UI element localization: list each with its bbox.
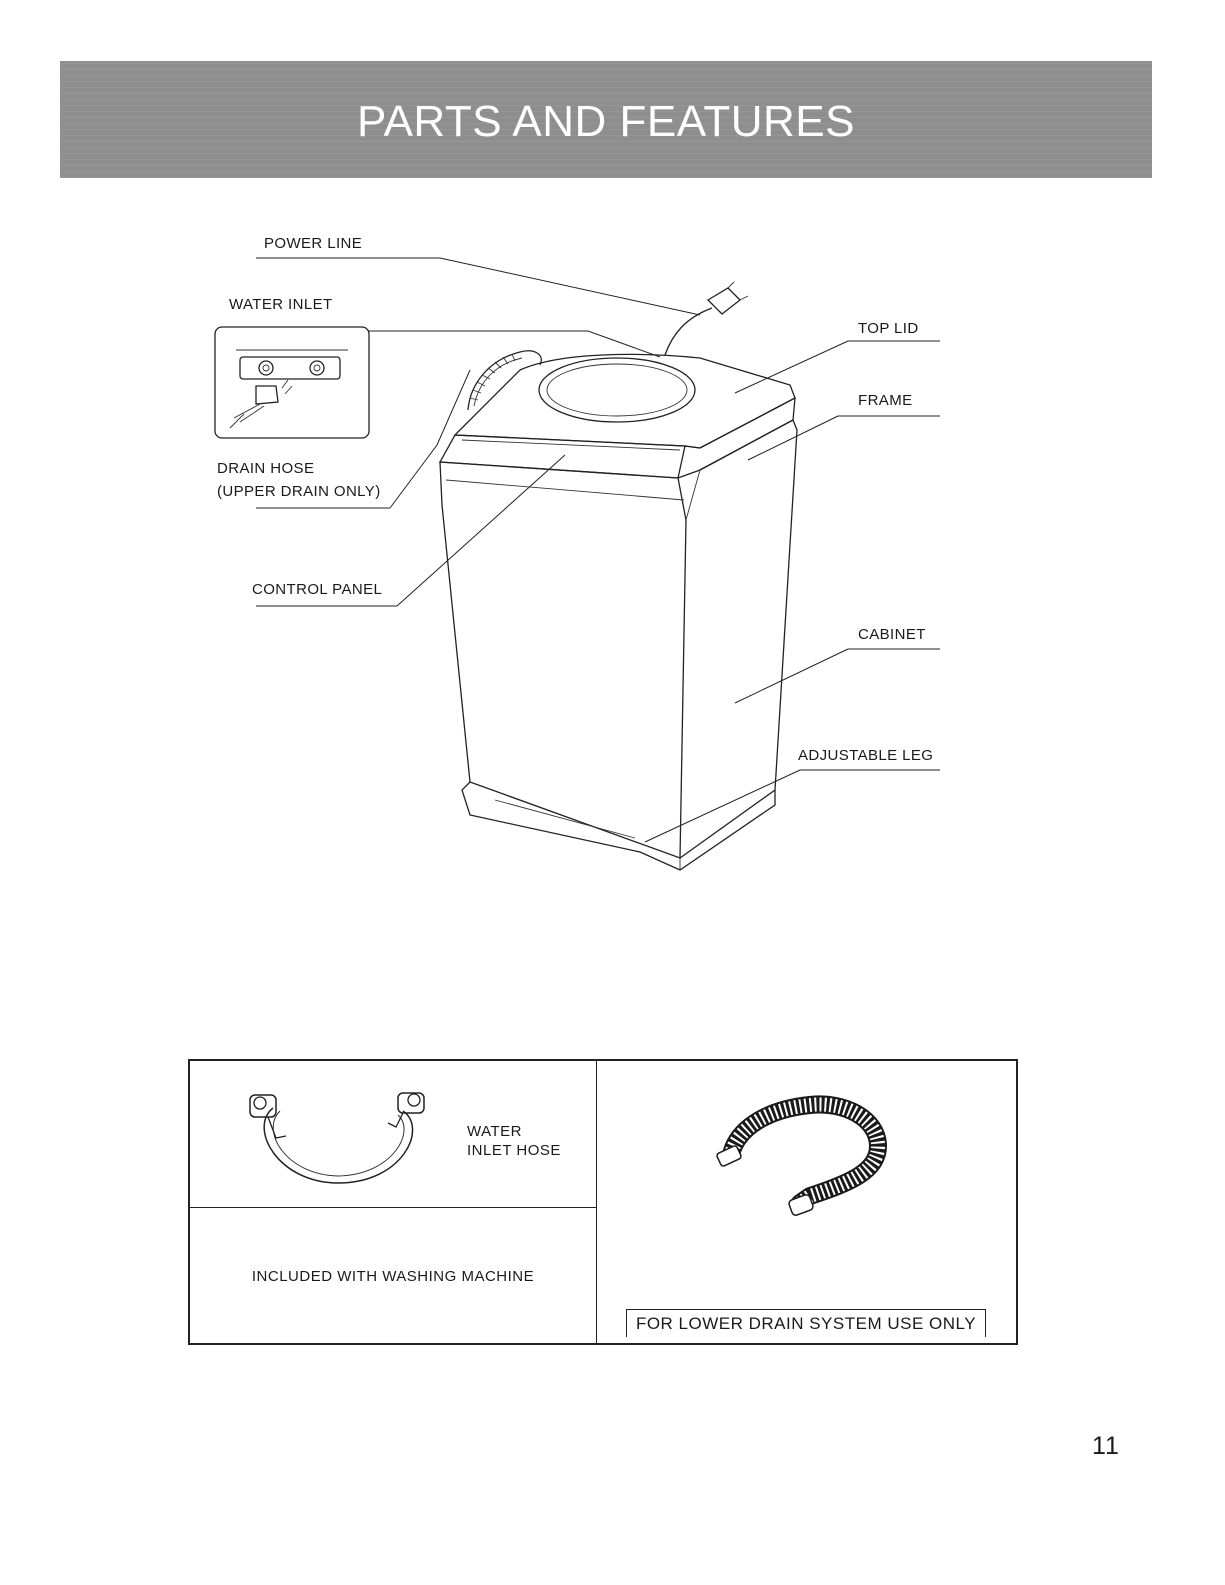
accessories-table: WATER INLET HOSE INCLUDED WITH WASHING M…: [188, 1059, 1018, 1345]
label-water-inlet: WATER INLET: [229, 296, 333, 313]
label-drain-hose-note: (UPPER DRAIN ONLY): [217, 483, 381, 500]
water-inlet-hose-label-line2: INLET HOSE: [467, 1141, 561, 1160]
label-frame: FRAME: [858, 392, 913, 409]
page-number: 11: [1092, 1432, 1120, 1461]
label-power-line: POWER LINE: [264, 235, 362, 252]
included-note: INCLUDED WITH WASHING MACHINE: [190, 1268, 596, 1285]
table-divider-horizontal: [190, 1207, 596, 1208]
label-adjustable-leg: ADJUSTABLE LEG: [798, 747, 933, 764]
lower-drain-hose-image: [710, 1091, 890, 1221]
washing-machine: [440, 282, 797, 870]
leader-lines: [368, 258, 848, 842]
water-inlet-inset: [215, 327, 369, 438]
label-control-panel: CONTROL PANEL: [252, 581, 382, 598]
label-cabinet: CABINET: [858, 626, 926, 643]
water-inlet-hose-label: WATER INLET HOSE: [467, 1122, 561, 1160]
water-inlet-hose-label-line1: WATER: [467, 1122, 561, 1141]
lower-drain-note: FOR LOWER DRAIN SYSTEM USE ONLY: [626, 1309, 986, 1337]
table-divider-vertical: [596, 1061, 597, 1343]
washing-machine-diagram: POWER LINE WATER INLET DRAIN HOSE (UPPER…: [0, 0, 1225, 900]
water-inlet-hose-image: [238, 1083, 438, 1193]
label-drain-hose: DRAIN HOSE: [217, 460, 314, 477]
label-top-lid: TOP LID: [858, 320, 919, 337]
